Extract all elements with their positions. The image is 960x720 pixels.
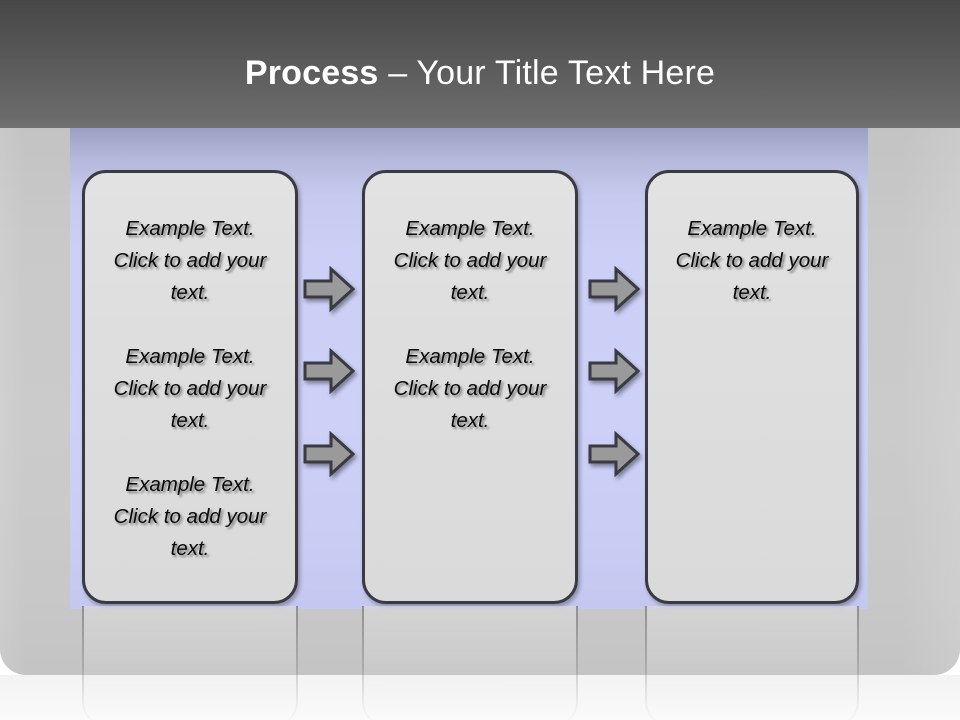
arrow-right-icon[interactable] <box>303 431 355 477</box>
process-box-1[interactable]: Example Text. Click to add your text. Ex… <box>82 170 298 604</box>
arrow-right-icon[interactable] <box>303 348 355 394</box>
arrow-right-icon[interactable] <box>303 266 355 312</box>
title-band <box>0 0 960 128</box>
page-title-bold: Process <box>244 54 379 92</box>
box-3-text-1[interactable]: Example Text. Click to add your text. <box>675 217 829 304</box>
page-title: Process – Your Title Text Here <box>0 52 960 94</box>
box-2-text-1[interactable]: Example Text. Click to add your text. <box>393 217 547 304</box>
process-box-3[interactable]: Example Text. Click to add your text. <box>645 170 859 604</box>
box-1-text-1[interactable]: Example Text. Click to add your text. <box>113 217 267 304</box>
slide-bottom-fade <box>0 675 960 720</box>
page-title-rest: – Your Title Text Here <box>378 54 716 92</box>
box-2-text-2[interactable]: Example Text. Click to add your text. <box>393 345 547 432</box>
process-box-2[interactable]: Example Text. Click to add your text. Ex… <box>362 170 578 604</box>
box-1-text-3[interactable]: Example Text. Click to add your text. <box>113 473 267 560</box>
box-1-text-2[interactable]: Example Text. Click to add your text. <box>113 345 267 432</box>
arrow-right-icon[interactable] <box>588 431 640 477</box>
arrow-right-icon[interactable] <box>588 266 640 312</box>
arrow-right-icon[interactable] <box>588 348 640 394</box>
